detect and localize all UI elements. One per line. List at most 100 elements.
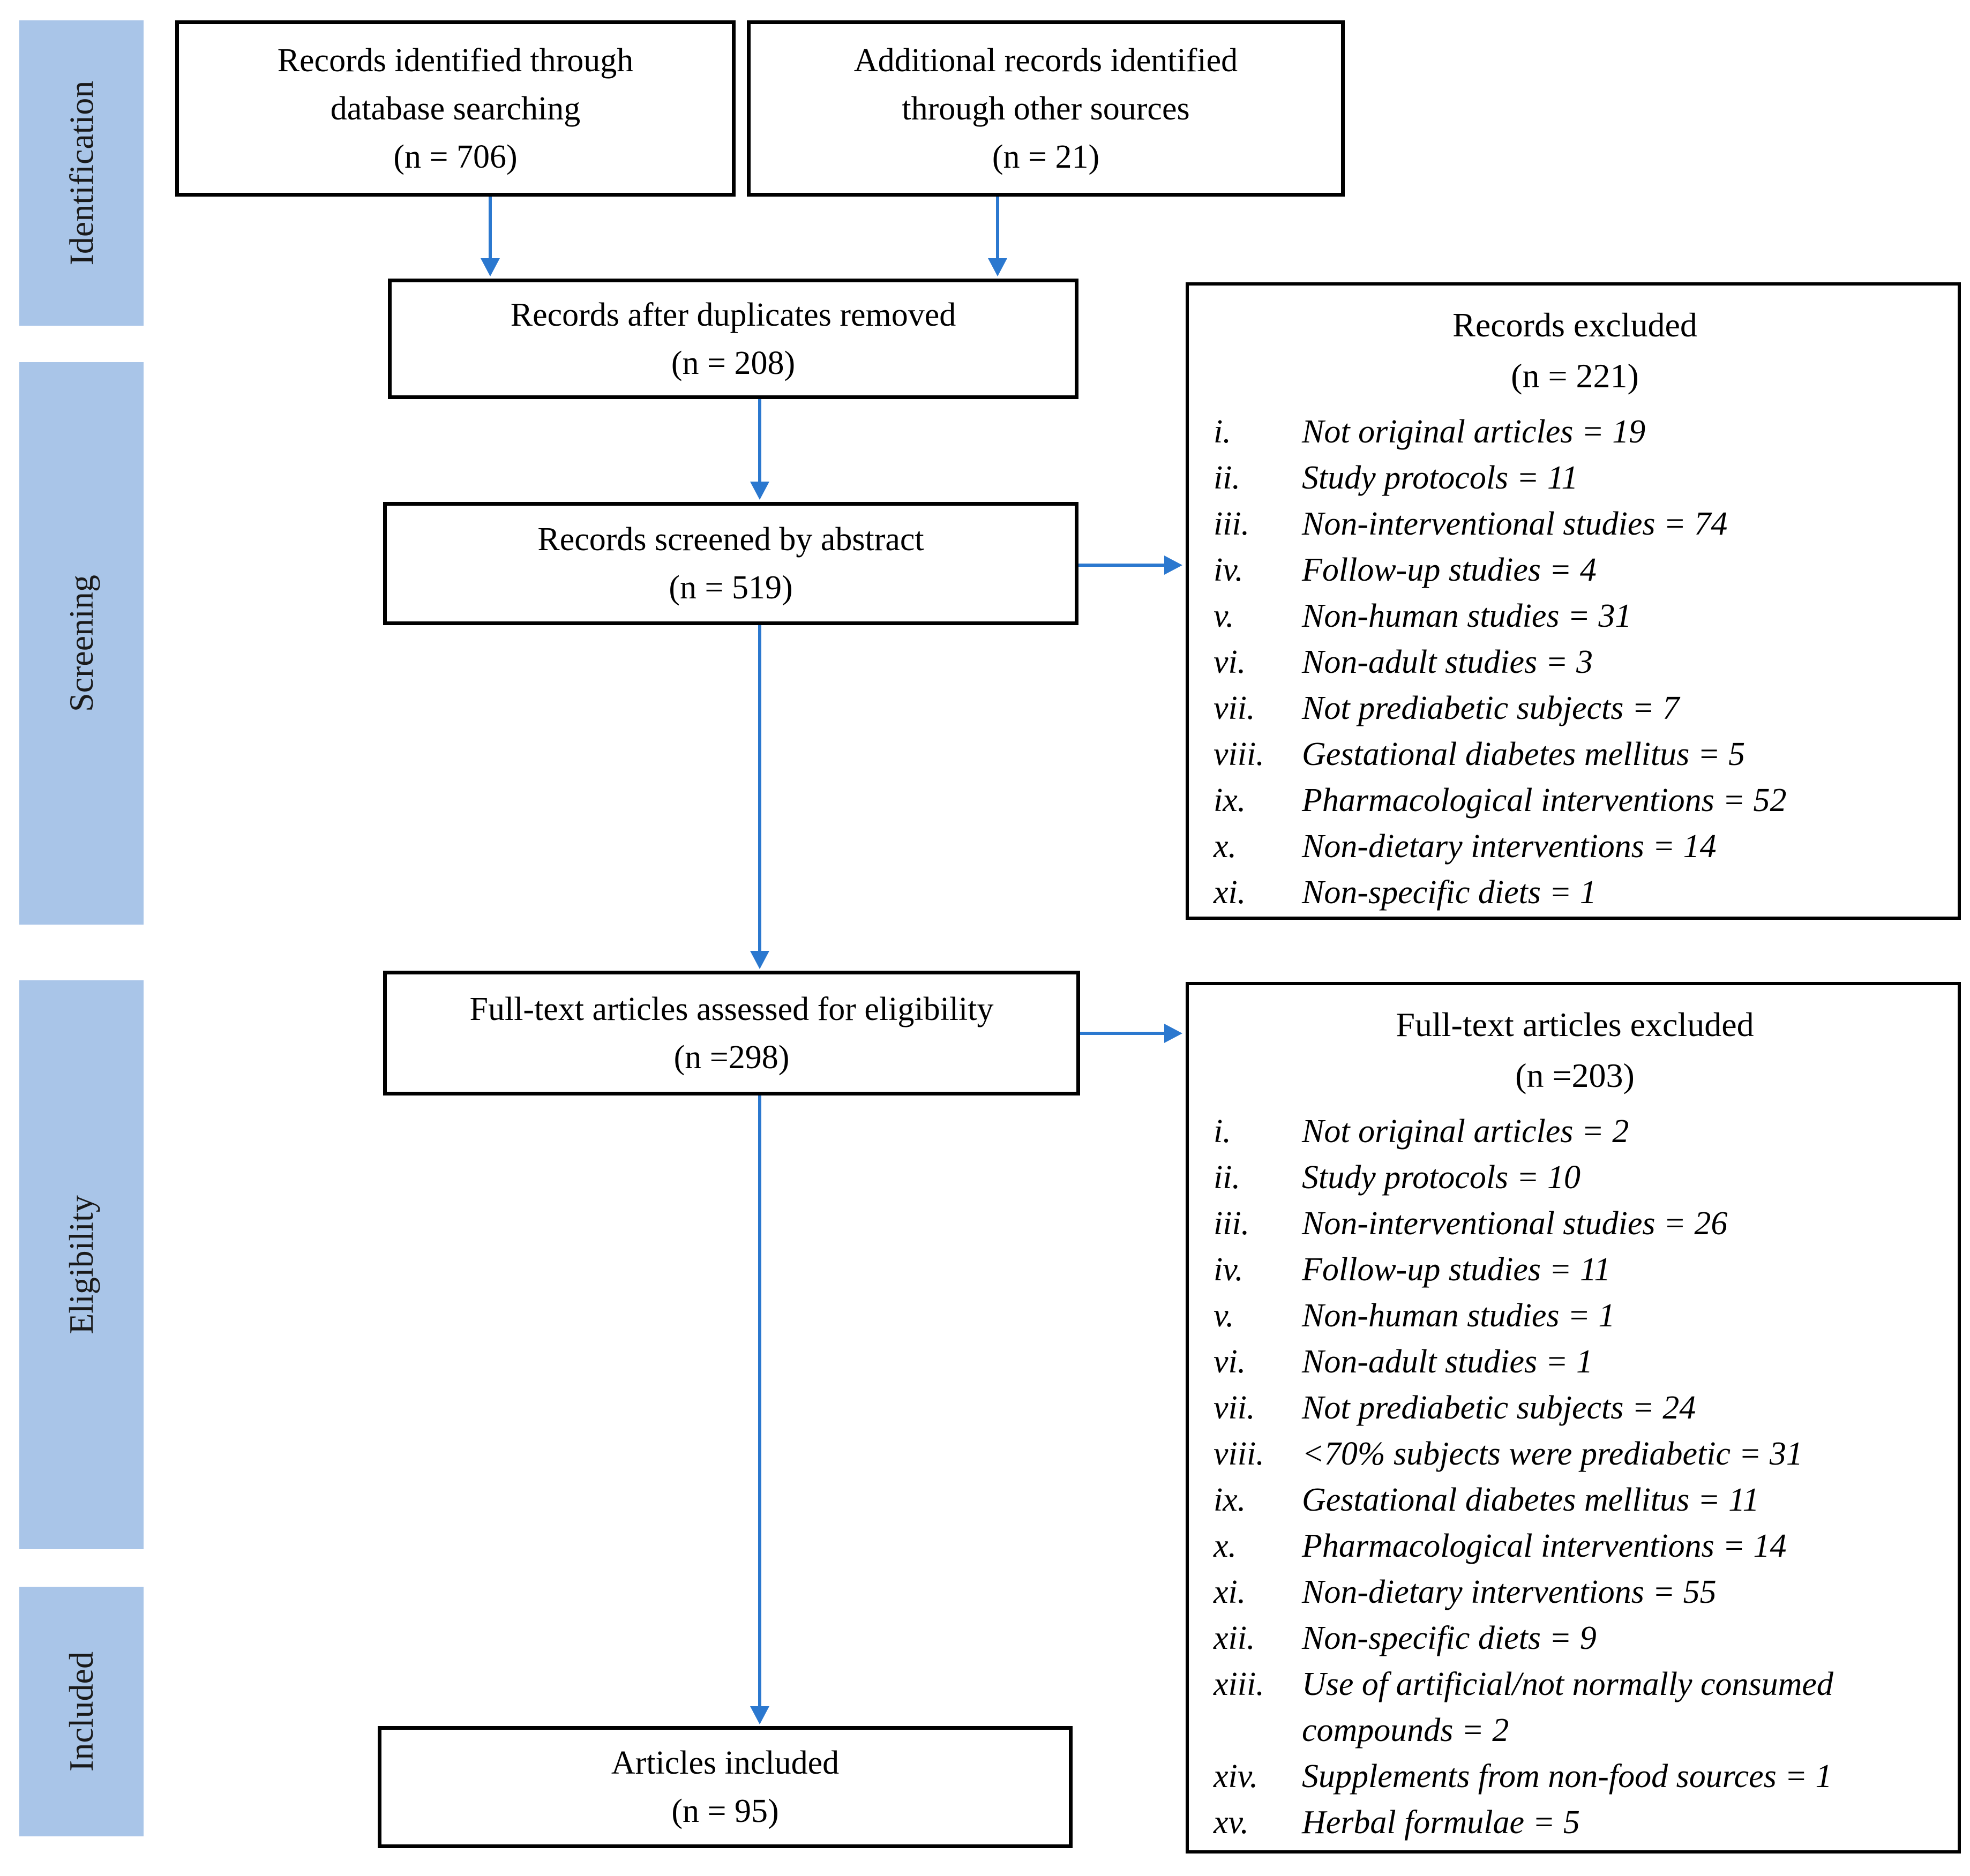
- box-articles-included-count: (n = 95): [671, 1793, 779, 1829]
- excluded-item-text: Supplements from non-food sources = 1: [1302, 1758, 1832, 1795]
- excluded-item-text: Non-adult studies = 3: [1302, 644, 1593, 680]
- arrow-fulltext-to-included-head: [750, 1706, 769, 1724]
- excluded-item-text: Non-interventional studies = 74: [1302, 506, 1728, 542]
- panel-records-excluded-title: Records excluded: [1452, 306, 1697, 344]
- excluded-item-text: Not original articles = 19: [1302, 414, 1646, 450]
- arrow-screened-to-fulltext-head: [750, 951, 769, 969]
- excluded-item-text: Study protocols = 10: [1302, 1159, 1581, 1196]
- excluded-item-text: Follow-up studies = 11: [1302, 1251, 1611, 1288]
- excluded-item-numeral: xiii.: [1214, 1666, 1264, 1702]
- arrow-additional-to-duplicates-line: [996, 197, 999, 260]
- box-articles-included-line1: Articles included: [611, 1745, 840, 1781]
- excluded-item-text: Not prediabetic subjects = 7: [1302, 690, 1680, 726]
- excluded-item-numeral: v.: [1214, 598, 1234, 634]
- excluded-item: iii. Non-interventional studies = 26: [1214, 1200, 1936, 1247]
- excluded-item-text: Non-specific diets = 1: [1302, 874, 1597, 911]
- arrow-screened-to-fulltext-line: [758, 625, 761, 951]
- excluded-item: x. Pharmacological interventions = 14: [1214, 1523, 1936, 1569]
- stage-included: Included: [19, 1587, 144, 1836]
- fulltext-excluded-list: i. Not original articles = 2 ii. Study prot…: [1214, 1108, 1936, 1845]
- excluded-item-numeral: ii.: [1214, 460, 1240, 496]
- excluded-item: x. Non-dietary interventions = 14: [1214, 823, 1936, 869]
- arrow-screened-to-excluded-line: [1078, 564, 1164, 567]
- excluded-item: vi.Non-adult studies = 1: [1214, 1339, 1936, 1385]
- excluded-item-text: Pharmacological interventions = 52: [1302, 782, 1787, 819]
- panel-records-excluded: Records excluded (n = 221) i.Not origina…: [1186, 282, 1961, 920]
- stage-included-label: Included: [62, 1652, 100, 1772]
- excluded-item: iv.Follow-up studies = 4: [1214, 547, 1936, 593]
- arrow-fulltext-to-included-line: [758, 1095, 761, 1706]
- excluded-item: xi. Non-specific diets = 1: [1214, 869, 1936, 916]
- panel-records-excluded-count: (n = 221): [1511, 357, 1639, 395]
- panel-fulltext-excluded: Full-text articles excluded (n =203) i.N…: [1186, 982, 1961, 1854]
- excluded-item: v. Non-human studies = 1: [1214, 1293, 1936, 1339]
- box-additional-records-line1: Additional records identified: [853, 42, 1238, 79]
- excluded-item-numeral: xii.: [1214, 1620, 1255, 1656]
- excluded-item-numeral: xiv.: [1214, 1758, 1259, 1795]
- arrow-identified-to-duplicates-line: [489, 197, 492, 260]
- stage-identification: Identification: [19, 20, 144, 326]
- excluded-item-text: Use of artificial/not normally consumed …: [1302, 1666, 1833, 1749]
- excluded-item: ix.Gestational diabetes mellitus = 11: [1214, 1477, 1936, 1523]
- excluded-item-text: Study protocols = 11: [1302, 460, 1578, 496]
- excluded-item-numeral: vii.: [1214, 1390, 1255, 1426]
- stage-eligibility: Eligibility: [19, 980, 144, 1549]
- excluded-item-numeral: v.: [1214, 1297, 1234, 1334]
- excluded-item-text: Non-interventional studies = 26: [1302, 1205, 1728, 1242]
- excluded-item: ii. Study protocols = 11: [1214, 455, 1936, 501]
- excluded-item-numeral: viii.: [1214, 1436, 1264, 1472]
- excluded-item-text: Non-specific diets = 9: [1302, 1620, 1597, 1656]
- stage-identification-label: Identification: [62, 80, 100, 266]
- excluded-item-text: Not original articles = 2: [1302, 1113, 1629, 1150]
- excluded-item-numeral: vii.: [1214, 690, 1255, 726]
- excluded-item-numeral: i.: [1214, 1113, 1231, 1150]
- excluded-item-text: <70% subjects were prediabetic = 31: [1302, 1436, 1803, 1472]
- excluded-item-text: Gestational diabetes mellitus = 5: [1302, 736, 1746, 772]
- box-fulltext-assessed: Full-text articles assessed for eligibil…: [383, 971, 1080, 1095]
- excluded-item-numeral: iii.: [1214, 506, 1250, 542]
- excluded-item: xv.Herbal formulae = 5: [1214, 1799, 1936, 1845]
- box-fulltext-assessed-count: (n =298): [673, 1039, 790, 1076]
- excluded-item: i.Not original articles = 19: [1214, 409, 1936, 455]
- box-additional-records: Additional records identified through ot…: [747, 20, 1345, 197]
- stage-eligibility-label: Eligibility: [62, 1195, 100, 1334]
- arrow-additional-to-duplicates-head: [988, 258, 1007, 276]
- box-screened-abstract-count: (n = 519): [669, 569, 793, 606]
- excluded-item: vii. Not prediabetic subjects = 7: [1214, 685, 1936, 731]
- stage-screening-label: Screening: [62, 575, 100, 712]
- excluded-item-text: Non-dietary interventions = 55: [1302, 1574, 1717, 1610]
- panel-fulltext-excluded-count: (n =203): [1515, 1056, 1635, 1094]
- box-additional-records-line2: through other sources: [902, 90, 1190, 127]
- excluded-item-numeral: x.: [1214, 828, 1237, 865]
- excluded-item-numeral: xi.: [1214, 1574, 1246, 1610]
- excluded-item-text: Non-dietary interventions = 14: [1302, 828, 1717, 865]
- excluded-item: vi.Non-adult studies = 3: [1214, 639, 1936, 685]
- excluded-item-numeral: iii.: [1214, 1205, 1250, 1242]
- excluded-item-text: Pharmacological interventions = 14: [1302, 1528, 1787, 1564]
- records-excluded-list: i.Not original articles = 19 ii. Study pro…: [1214, 409, 1936, 916]
- box-duplicates-removed: Records after duplicates removed (n = 20…: [388, 279, 1078, 399]
- box-records-identified: Records identified through database sear…: [175, 20, 736, 197]
- excluded-item-text: Herbal formulae = 5: [1302, 1804, 1580, 1841]
- excluded-item: xii. Non-specific diets = 9: [1214, 1615, 1936, 1661]
- excluded-item: ix.Pharmacological interventions = 52: [1214, 777, 1936, 823]
- box-screened-abstract: Records screened by abstract (n = 519): [383, 502, 1078, 625]
- arrow-duplicates-to-screened-line: [758, 399, 761, 482]
- excluded-item-text: Non-human studies = 31: [1302, 598, 1632, 634]
- excluded-item-numeral: viii.: [1214, 736, 1264, 772]
- excluded-item-numeral: iv.: [1214, 552, 1244, 588]
- excluded-item-numeral: xi.: [1214, 874, 1246, 911]
- excluded-item-text: Not prediabetic subjects = 24: [1302, 1390, 1696, 1426]
- arrow-duplicates-to-screened-head: [750, 482, 769, 500]
- excluded-item-text: Non-human studies = 1: [1302, 1297, 1615, 1334]
- box-articles-included: Articles included (n = 95): [378, 1726, 1073, 1848]
- arrow-fulltext-to-excluded-head: [1164, 1024, 1182, 1043]
- box-duplicates-removed-count: (n = 208): [671, 344, 796, 381]
- excluded-item-numeral: ii.: [1214, 1159, 1240, 1196]
- box-screened-abstract-line1: Records screened by abstract: [537, 521, 924, 558]
- excluded-item: viii. <70% subjects were prediabetic = 31: [1214, 1431, 1936, 1477]
- excluded-item-text: Non-adult studies = 1: [1302, 1344, 1593, 1380]
- excluded-item-numeral: x.: [1214, 1528, 1237, 1564]
- excluded-item: xi. Non-dietary interventions = 55: [1214, 1569, 1936, 1615]
- excluded-item-numeral: ix.: [1214, 1482, 1246, 1518]
